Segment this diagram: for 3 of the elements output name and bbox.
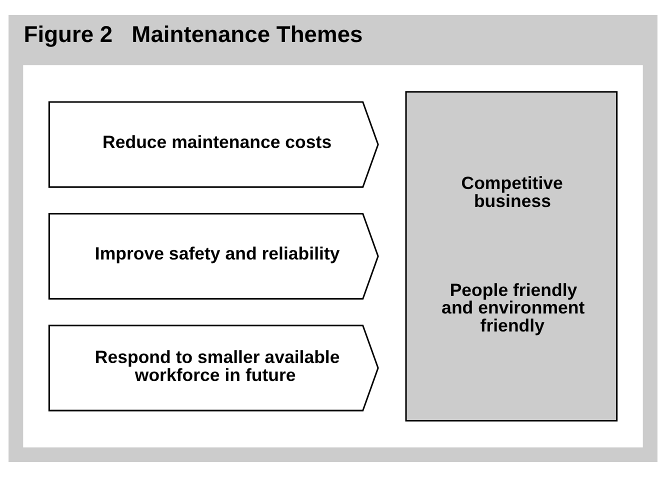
diagram-title: Figure 2 Maintenance Themes xyxy=(24,21,363,48)
node-box: Competitive business People friendly and environment friendly xyxy=(405,91,618,422)
cluster xyxy=(23,65,643,448)
